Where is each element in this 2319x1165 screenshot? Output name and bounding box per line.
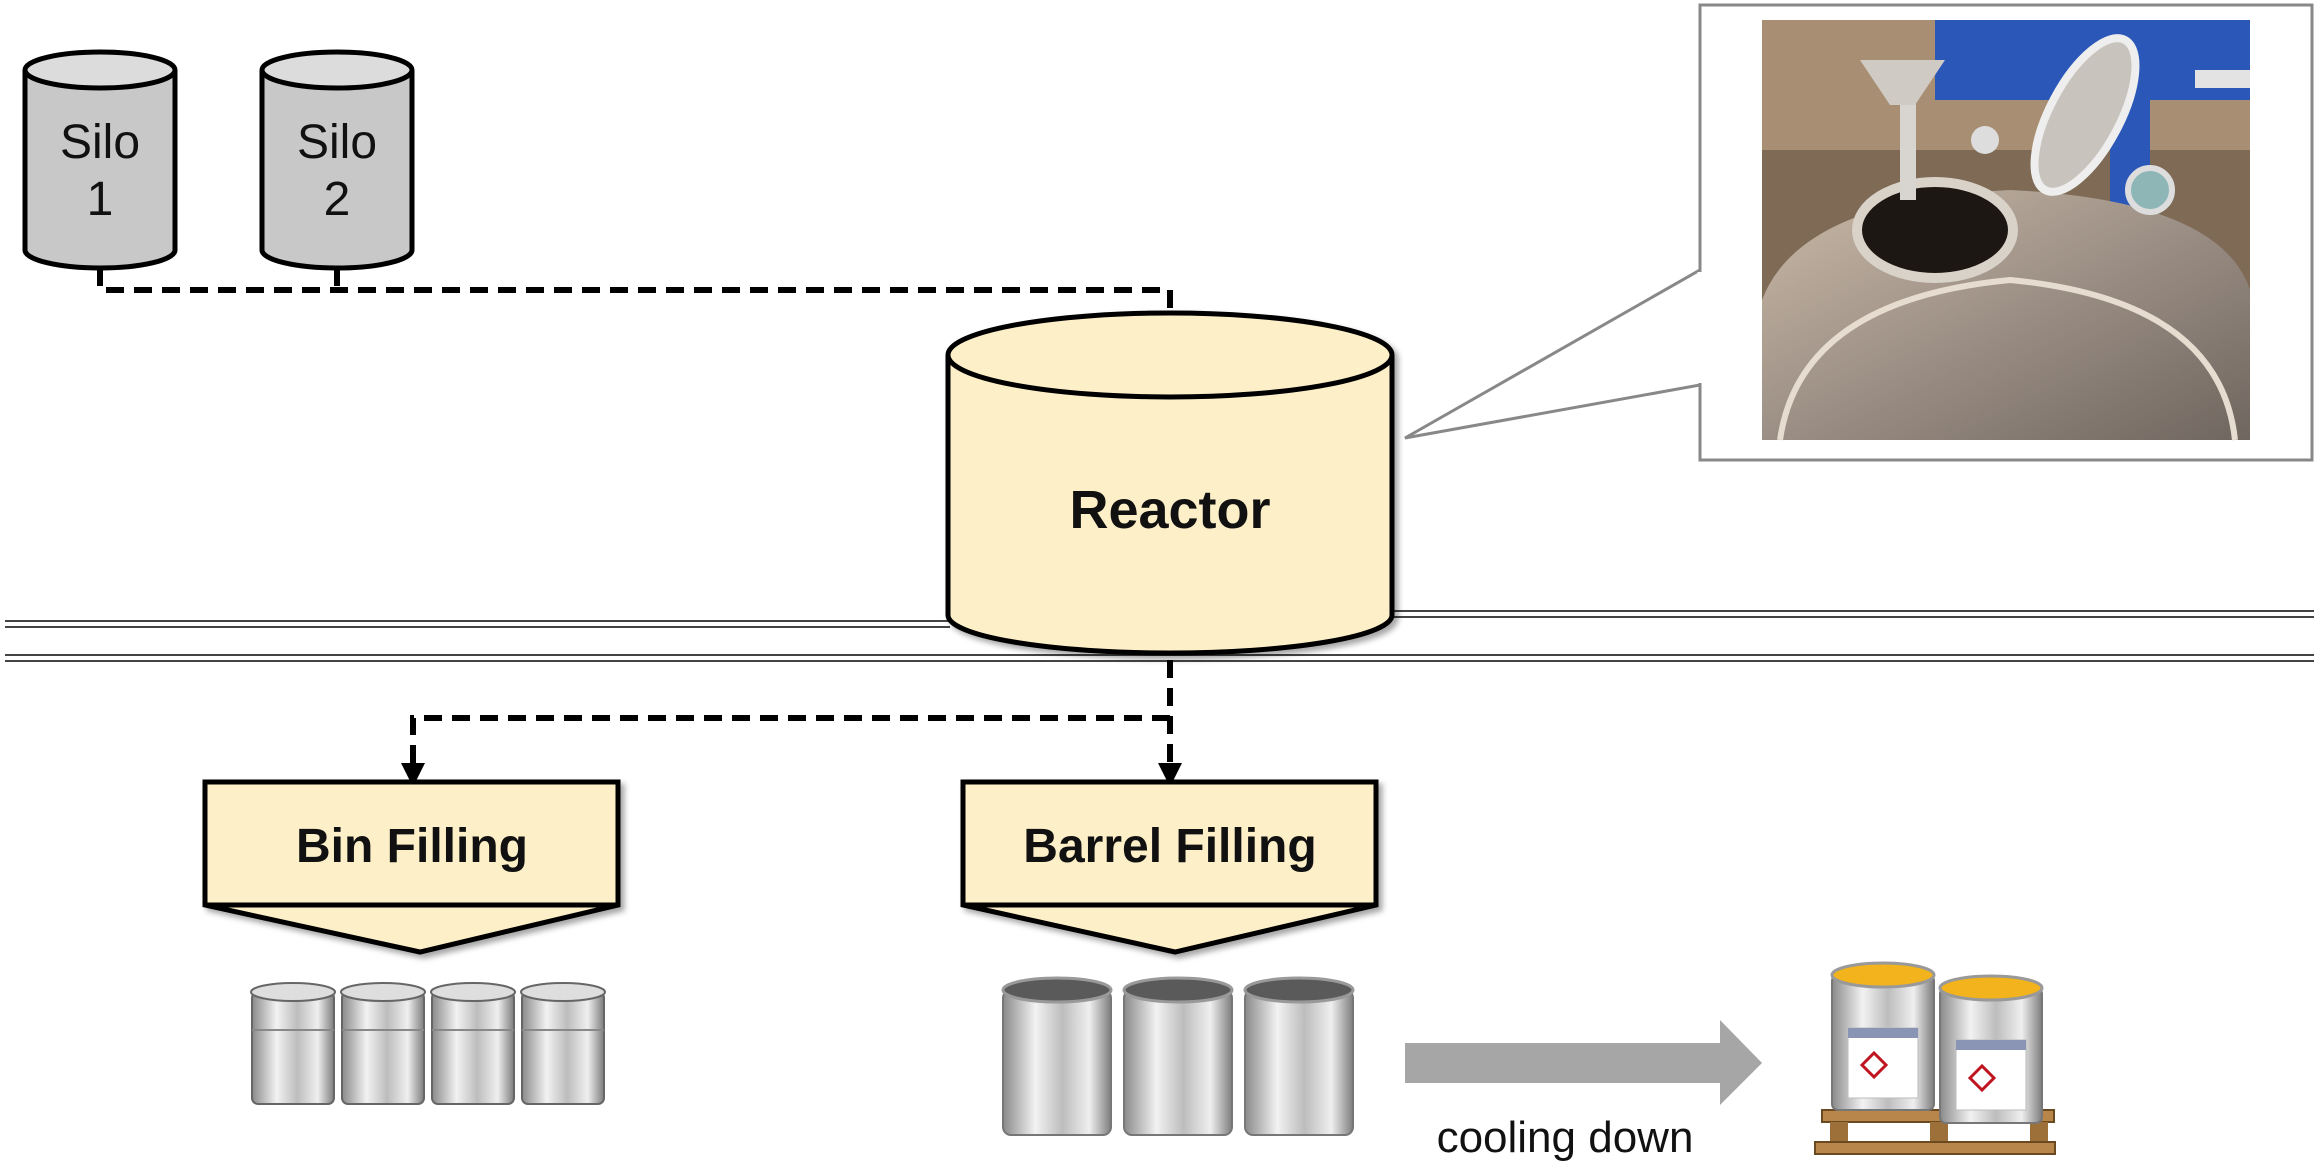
reactor-vessel-photo-icon [1762, 20, 2250, 441]
metal-barrel-icon [1001, 976, 1355, 1136]
reactor [945, 310, 1395, 656]
barrel-filling-label: Barrel Filling [1023, 820, 1316, 873]
pallet-with-labeled-barrels-icon [1814, 961, 2056, 1155]
reactor-label: Reactor [1069, 480, 1270, 540]
bin-filling-station [202, 779, 621, 955]
metal-bin-icon [250, 982, 606, 1105]
silo-2-label-line2: 2 [324, 173, 351, 226]
cooling-down-label: cooling down [1437, 1113, 1694, 1162]
cooling-arrow-icon [1405, 1020, 1762, 1105]
silo-1-label-line1: Silo [60, 116, 140, 169]
silo-1-label-line2: 1 [87, 173, 114, 226]
silo-2: Silo 2 [259, 49, 415, 271]
filling-feed-lines [401, 660, 1182, 787]
barrel-filling-station [960, 779, 1379, 955]
bin-filling-label: Bin Filling [296, 820, 528, 873]
silo-2-label-line1: Silo [297, 116, 377, 169]
silo-feed-lines [97, 268, 1182, 402]
silo-1: Silo 1 [22, 49, 178, 271]
